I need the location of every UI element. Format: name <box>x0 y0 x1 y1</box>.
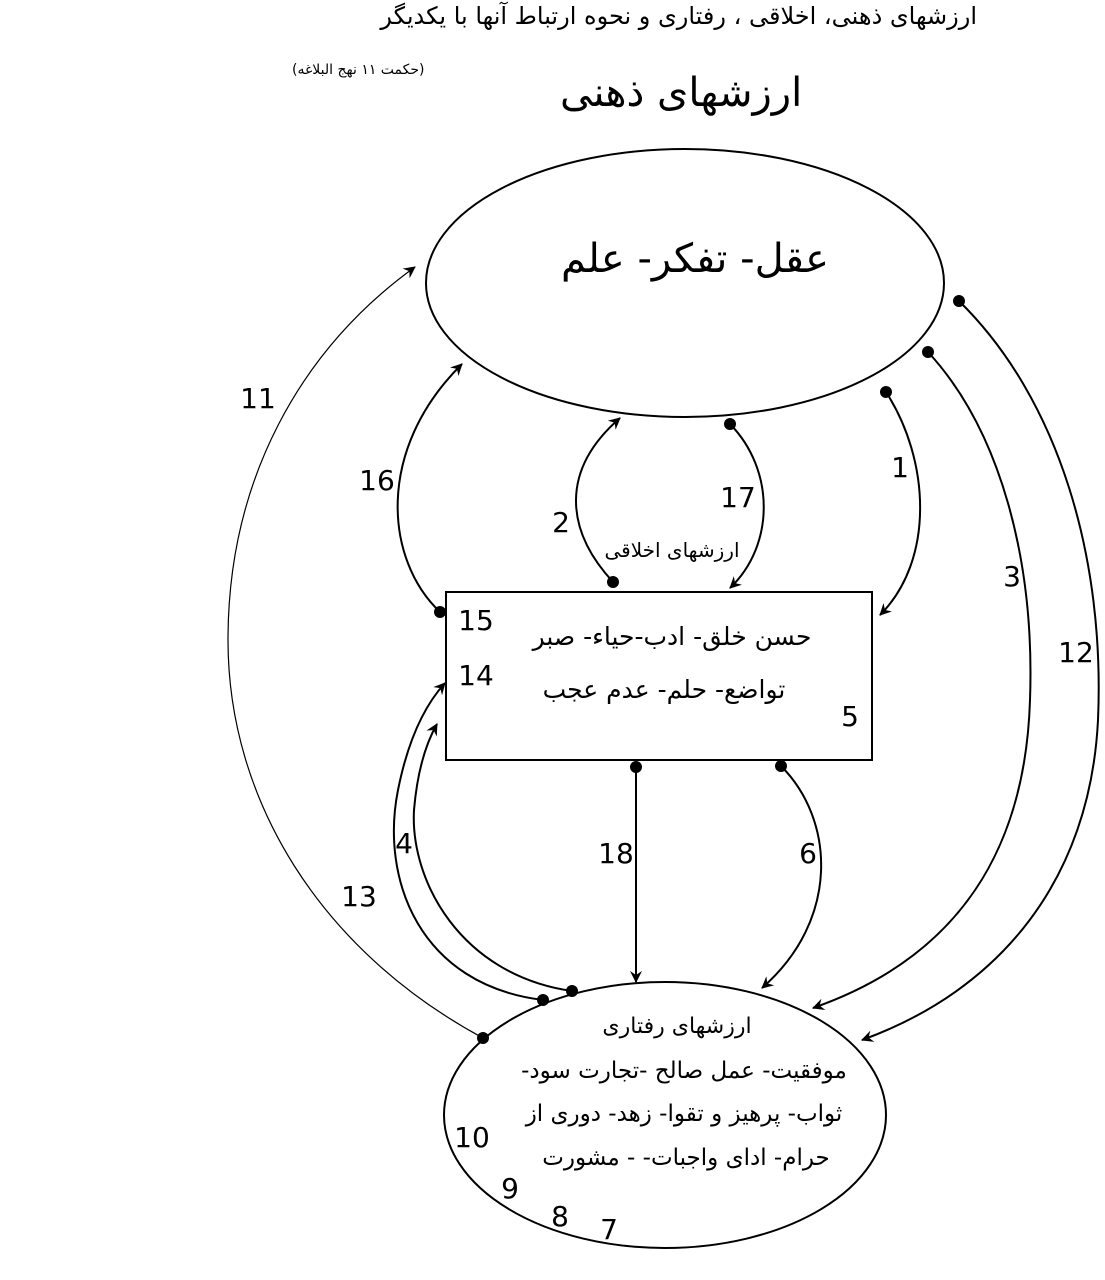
label-4: 4 <box>395 827 413 860</box>
moral-values-node: ارزشهای اخلاقی حسن خلق- ادب-حیاء- صبر تو… <box>445 538 873 761</box>
moral-values-line1: حسن خلق- ادب-حیاء- صبر <box>531 622 812 651</box>
moral-values-title: ارزشهای اخلاقی <box>604 538 739 562</box>
connector-12 <box>861 300 1100 1042</box>
page-title: ارزشهای ذهنی، اخلاقی ، رفتاری و نحوه ارت… <box>380 2 977 30</box>
connector-17 <box>729 423 765 589</box>
dot-16 <box>434 606 446 618</box>
mental-ellipse-shape <box>425 148 945 418</box>
behavioral-values-line1: موفقیت- عمل صالح -تجارت سود- <box>521 1058 847 1084</box>
dot-6 <box>775 760 787 772</box>
connector-11-13 <box>227 266 484 1039</box>
label-9: 9 <box>501 1172 519 1205</box>
dot-18 <box>630 761 642 773</box>
label-6: 6 <box>799 837 817 870</box>
dot-14 <box>537 994 549 1006</box>
mental-values-node: عقل- تفکر- علم <box>425 148 945 418</box>
label-5: 5 <box>841 700 859 733</box>
label-11: 11 <box>240 382 276 415</box>
dot-2 <box>607 576 619 588</box>
label-12: 12 <box>1058 636 1094 669</box>
moral-values-line2: تواضع- حلم- عدم عجب <box>543 675 786 705</box>
connector-16 <box>396 363 463 613</box>
connector-1 <box>879 391 922 616</box>
moral-rect-shape <box>445 591 873 761</box>
dot-3 <box>922 346 934 358</box>
label-2: 2 <box>552 506 570 539</box>
dot-1 <box>880 386 892 398</box>
label-13: 13 <box>341 880 377 913</box>
label-10: 10 <box>454 1121 490 1154</box>
label-14: 14 <box>458 659 494 692</box>
label-15: 15 <box>458 604 494 637</box>
label-3: 3 <box>1003 560 1021 593</box>
reference-note: (حکمت ۱۱ نهج البلاغه) <box>292 62 425 78</box>
label-16: 16 <box>359 464 395 497</box>
dot-17 <box>724 418 736 430</box>
mental-values-label: عقل- تفکر- علم <box>561 236 829 282</box>
section-title: ارزشهای ذهنی <box>560 70 803 116</box>
connector-14 <box>392 682 544 1001</box>
connector-4 <box>412 723 573 992</box>
label-1: 1 <box>891 451 909 484</box>
dot-4 <box>566 985 578 997</box>
connector-6 <box>761 765 823 989</box>
connector-2 <box>575 417 621 583</box>
behavioral-values-line2: ثواب- پرهیز و تقوا- زهد- دوری از <box>525 1101 843 1127</box>
label-18: 18 <box>598 837 634 870</box>
label-7: 7 <box>600 1213 618 1246</box>
connector-dots <box>434 295 965 1044</box>
behavioral-values-title: ارزشهای رفتاری <box>602 1014 751 1039</box>
connector-3 <box>812 351 1032 1011</box>
behavioral-ellipse-shape <box>443 981 887 1249</box>
connector-labels: 1 2 3 4 5 6 7 8 9 10 11 12 13 14 15 16 1… <box>240 382 1094 1246</box>
label-17: 17 <box>720 481 756 514</box>
dot-11-13 <box>477 1032 489 1044</box>
dot-12 <box>953 295 965 307</box>
behavioral-values-node: ارزشهای رفتاری موفقیت- عمل صالح -تجارت س… <box>443 981 887 1249</box>
label-8: 8 <box>551 1200 569 1233</box>
behavioral-values-line3: حرام- ادای واجبات- - مشورت <box>542 1145 830 1171</box>
connectors <box>227 266 1100 1042</box>
